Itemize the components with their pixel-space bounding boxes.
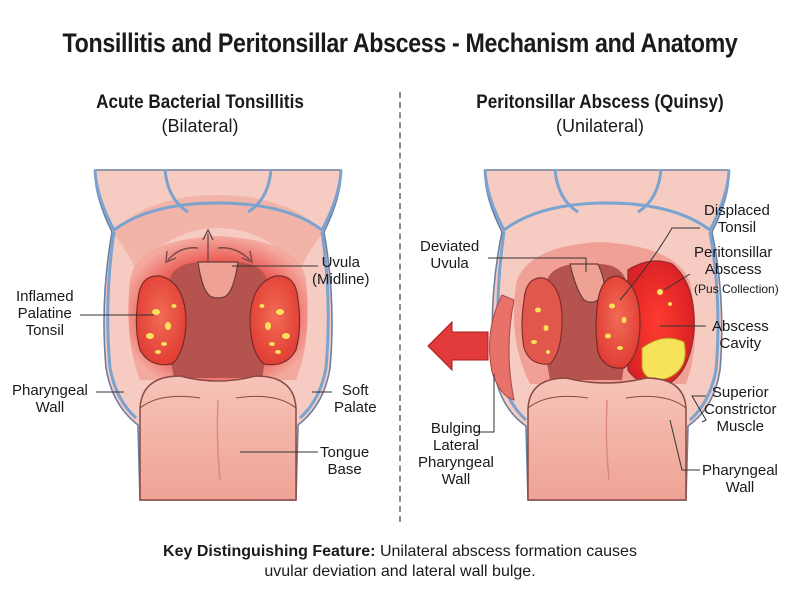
right-tonsil-left xyxy=(521,277,563,365)
label-soft-palate: Soft Palate xyxy=(334,382,377,416)
left-posterior-pharynx xyxy=(167,262,269,378)
left-tonsil-right xyxy=(249,275,301,366)
label-displaced-tonsil: Displaced Tonsil xyxy=(704,202,770,236)
label-pus-collection: (Pus Collection) xyxy=(694,282,779,296)
label-abscess-cavity: Abscess Cavity xyxy=(712,318,769,352)
bulge-direction-arrow xyxy=(427,320,489,372)
left-pus-spots xyxy=(146,304,290,354)
label-bulging-lateral-pharyngeal-wall: Bulging Lateral Pharyngeal Wall xyxy=(418,420,494,488)
page-title: Tonsillitis and Peritonsillar Abscess - … xyxy=(62,28,738,58)
right-panel-header: Peritonsillar Abscess (Quinsy) (Unilater… xyxy=(420,92,780,137)
right-throat-illustration xyxy=(427,169,731,501)
abscess-cavity xyxy=(641,337,686,381)
label-tongue-base: Tongue Base xyxy=(320,444,370,478)
panel-divider xyxy=(399,92,401,522)
label-right-pharyngeal-wall: Pharyngeal Wall xyxy=(702,462,778,496)
left-uvula xyxy=(197,261,239,299)
label-uvula-midline: Uvula (Midline) xyxy=(312,254,370,288)
deviated-uvula xyxy=(569,263,605,303)
left-soft-palate xyxy=(112,195,324,270)
bulging-lateral-wall xyxy=(489,294,515,401)
label-inflamed-palatine-tonsil: Inflamed Palatine Tonsil xyxy=(16,288,74,339)
label-left-pharyngeal-wall: Pharyngeal Wall xyxy=(12,382,88,416)
left-panel-subheading: (Bilateral) xyxy=(161,116,239,136)
left-tonsil-left xyxy=(135,275,187,366)
label-deviated-uvula: Deviated Uvula xyxy=(420,238,480,272)
left-leader-lines xyxy=(80,265,332,453)
key-feature-text: Unilateral abscess formation causes uvul… xyxy=(264,543,637,580)
left-panel-heading: Acute Bacterial Tonsillitis xyxy=(96,92,304,113)
right-panel-subheading: (Unilateral) xyxy=(555,116,645,136)
key-feature-caption: Key Distinguishing Feature: Unilateral a… xyxy=(0,542,800,582)
right-panel-heading: Peritonsillar Abscess (Quinsy) xyxy=(476,92,724,113)
left-inflammation-arrows xyxy=(165,228,253,264)
label-peritonsillar-abscess: Peritonsillar Abscess xyxy=(694,244,773,278)
left-throat-illustration xyxy=(80,169,343,501)
displaced-tonsil xyxy=(595,275,641,369)
label-superior-constrictor-muscle: Superior Constrictor Muscle xyxy=(704,384,777,435)
key-feature-label: Key Distinguishing Feature: xyxy=(163,543,376,560)
right-leader-lines xyxy=(474,227,707,471)
right-pus-spots xyxy=(531,289,672,354)
left-panel-header: Acute Bacterial Tonsillitis (Bilateral) xyxy=(20,92,380,137)
